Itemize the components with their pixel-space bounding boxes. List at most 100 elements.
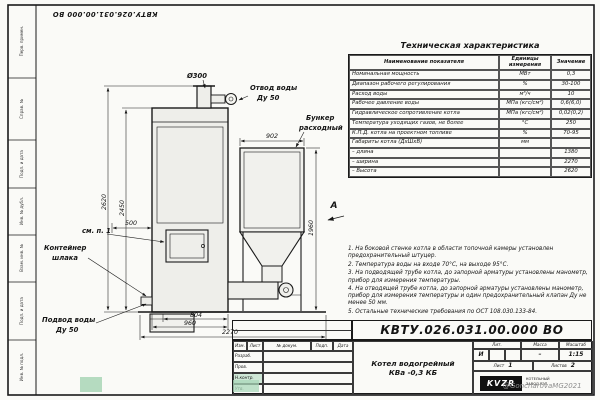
doc-number-box: КВТУ.026.031.00.000 ВО [352, 320, 592, 340]
sheet-frame [7, 4, 595, 396]
spec-units [499, 167, 551, 178]
frame-label-podp-data-1: Подп. и дата [19, 150, 24, 178]
sheet-cell: Лист 1 [473, 361, 533, 371]
stamp-row-razrab: Разраб. [233, 351, 263, 362]
dim-902-value: 902 [266, 133, 278, 140]
spec-value: 30-100 [551, 79, 591, 90]
frame-label-sprav: Справ. № [19, 99, 24, 119]
mass-value: – [521, 349, 559, 361]
dim-804-value: 804 [190, 312, 202, 319]
frame-label-perv-primen: Перв. примен. [19, 25, 24, 57]
water-inlet-leader [95, 303, 147, 324]
dim-960 [151, 314, 229, 330]
logo-subtitle-line1: КОТЕЛЬНЫЙ [526, 377, 550, 381]
spec-units: % [499, 79, 551, 90]
frame-label-vzam-inv: Взам. инв. № [19, 244, 24, 272]
spec-name: Расход воды [349, 89, 499, 100]
spec-units: % [499, 128, 551, 139]
highlight-mark [80, 377, 102, 392]
spec-table-grid: Наименование показателя Единицы измерени… [348, 54, 592, 179]
logo-cell: KVZR КОТЕЛЬНЫЙ ЗАВОД РЭП [473, 371, 593, 395]
lit-value: И [473, 349, 489, 361]
frame-label-inv-podl: Инв. № подл. [19, 352, 24, 382]
spec-value: 0,3 [551, 70, 591, 80]
spec-value: 250 [551, 118, 591, 129]
spec-units: МПа (кгс/см²) [499, 109, 551, 119]
bunker-leader [295, 131, 305, 148]
spec-value [551, 138, 591, 148]
boiler-door [165, 229, 209, 263]
spec-name: – Высота [349, 167, 499, 178]
spec-name: – ширина [349, 157, 499, 168]
spec-value: 0,6(6,0) [551, 99, 591, 110]
spec-value: 2270 [551, 157, 591, 168]
water-outlet-leader [238, 95, 249, 101]
spec-units: мм [499, 138, 551, 148]
diameter-leader [202, 79, 206, 89]
logo-subtitle: КОТЕЛЬНЫЙ ЗАВОД РЭП [526, 377, 550, 386]
title-block: Изм. Лист № докум. Подп. Дата Разраб. Пр… [232, 340, 593, 395]
view-a-arrow [327, 215, 345, 221]
dim-2450-value: 2450 [119, 200, 126, 216]
diameter-label: Ø300 [186, 72, 207, 80]
stamp-col-izm: Изм. [233, 341, 247, 351]
note-5: 5. Остальные технические требования по О… [348, 309, 538, 315]
stamp-col-sign: Подп. [311, 341, 333, 351]
dim-902 [239, 138, 305, 146]
watermark: @GoncharovaMG2021 [503, 382, 582, 390]
sheet-label: Лист [493, 362, 505, 368]
water-outlet-label: Отвод воды [250, 84, 297, 92]
spec-units: МВт [499, 70, 551, 80]
bunker-label-2: расходный [298, 124, 343, 132]
scale-label: Масштаб [559, 341, 593, 349]
spec-table: Техническая характеристика Наименование … [348, 40, 592, 179]
product-title-line2: КВа -0,3 КБ [388, 368, 438, 377]
stamp-col-date: Дата [333, 341, 353, 351]
sheets-cell: Листов 2 [533, 361, 593, 371]
spec-units: °С [499, 118, 551, 129]
revision-box-line [232, 330, 352, 331]
dim-804 [162, 314, 229, 322]
note-1: 1. На боковой стенке котла в области топ… [348, 246, 554, 260]
spec-name: Номинальная мощность [349, 70, 499, 80]
spec-header-name: Наименование показателя [349, 55, 499, 71]
water-outlet-label-2: Ду 50 [256, 94, 280, 102]
spec-value: 2620 [551, 167, 591, 178]
slag-container-leader [87, 257, 147, 297]
slag-container-label-2: шлака [52, 254, 78, 262]
dim-2620 [104, 85, 195, 313]
logo-subtitle-line2: ЗАВОД РЭП [526, 381, 548, 386]
stamp-cell-empty [263, 362, 353, 373]
stamp-row-prov: Пров. [233, 362, 263, 373]
mass-label: Масса [521, 341, 559, 349]
water-inlet-label: Подвод воды [42, 316, 95, 324]
spec-name: Гидравлическое сопротивление котла [349, 109, 499, 119]
lit-label: Лит. [473, 341, 521, 349]
spec-name: Габариты котла (ДхШхВ) [349, 138, 499, 148]
spec-units [499, 147, 551, 158]
spec-name: Рабочее давление воды [349, 99, 499, 110]
spec-name: К.П.Д. котла на проектном топливе [349, 128, 499, 139]
see-note-label: см. п. 1 [82, 227, 111, 235]
note-3: 3. На подводящей трубе котла, до запорно… [348, 270, 588, 284]
stamp-cell-empty [505, 349, 521, 361]
dim-1960 [306, 147, 326, 313]
dim-2620-value: 2620 [101, 194, 108, 210]
dim-2270-value: 2270 [222, 329, 238, 336]
stamp-cell-empty [263, 384, 353, 395]
spec-units: м³/ч [499, 89, 551, 100]
spec-table-title: Техническая характеристика [400, 40, 540, 50]
spec-name: Температура уходящих газов, не более [349, 118, 499, 129]
bunker-label: Бункер [306, 114, 335, 122]
water-inlet-label-2: Ду 50 [55, 326, 79, 334]
sheet-value: 1 [508, 362, 513, 369]
stamp-col-list: Лист [247, 341, 263, 351]
boiler-body [151, 85, 237, 313]
spec-units: МПа (кгс/см²) [499, 99, 551, 110]
stamp-col-doc: № докум. [263, 341, 311, 351]
dim-2450 [122, 107, 152, 311]
stamp-cell-empty [489, 349, 505, 361]
fuel-bunker [238, 147, 306, 311]
